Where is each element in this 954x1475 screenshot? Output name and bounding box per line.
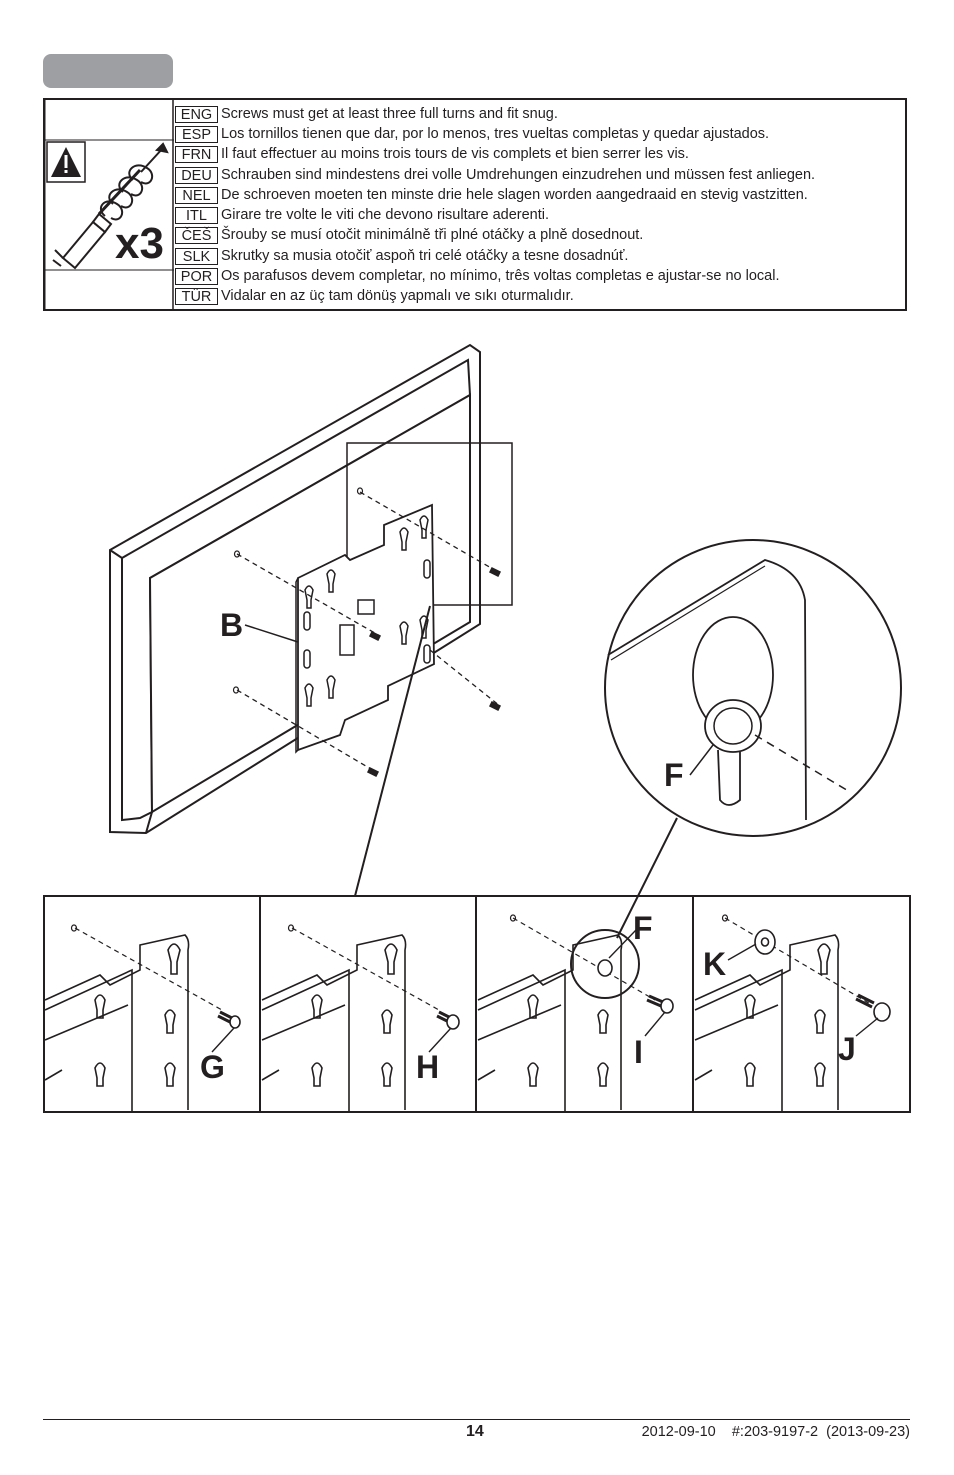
language-code: ENG	[175, 105, 218, 123]
language-code: NEL	[175, 186, 218, 204]
footer-rule	[43, 1419, 910, 1420]
language-text: Vidalar en az üç tam dönüş yapmalı ve sı…	[221, 288, 574, 305]
document-info: 2012-09-10 #:203-9197-2 (2013-09-23)	[641, 1424, 910, 1440]
section-tab	[43, 54, 173, 88]
detail-circle	[604, 539, 902, 837]
language-code: FRN	[175, 146, 218, 164]
language-text: Schrauben sind mindestens drei volle Umd…	[221, 166, 816, 183]
label-f-detail: F	[664, 757, 684, 793]
language-text: Screws must get at least three full turn…	[221, 105, 558, 122]
label-b: B	[220, 607, 243, 643]
instruction-box	[43, 98, 907, 311]
label-g: G	[200, 1049, 225, 1085]
language-code: DEU	[175, 166, 218, 184]
language-text: Il faut effectuer au moins trois tours d…	[221, 146, 689, 163]
language-text: Šrouby se musí otočit minimálně tři plné…	[221, 227, 644, 244]
language-text: Skrutky sa musia otočiť aspoň tri celé o…	[221, 247, 629, 264]
warning-triangle-icon	[46, 141, 86, 183]
screwdriver-icon	[52, 142, 169, 270]
label-i: I	[634, 1034, 643, 1070]
language-code: ESP	[175, 125, 218, 143]
language-text: Os parafusos devem completar, no mínimo,…	[221, 268, 780, 285]
language-text: Los tornillos tienen que dar, por lo men…	[221, 125, 770, 142]
language-text: Girare tre volte le viti che devono risu…	[221, 207, 550, 224]
multiplier-label: x3	[115, 219, 164, 268]
page-number: 14	[466, 1423, 484, 1440]
screw-turns-icon-cell: x3	[44, 100, 174, 309]
label-k: K	[703, 946, 726, 982]
label-h: H	[416, 1049, 439, 1085]
language-text: De schroeven moeten ten minste drie hele…	[221, 186, 808, 203]
language-code: TÜR	[175, 288, 218, 306]
label-f-panel: F	[633, 910, 653, 946]
label-j: J	[838, 1031, 856, 1067]
language-code: ČEŠ	[175, 227, 218, 245]
language-code: ITL	[175, 207, 218, 225]
language-code: SLK	[175, 247, 218, 265]
language-code: POR	[175, 268, 218, 286]
